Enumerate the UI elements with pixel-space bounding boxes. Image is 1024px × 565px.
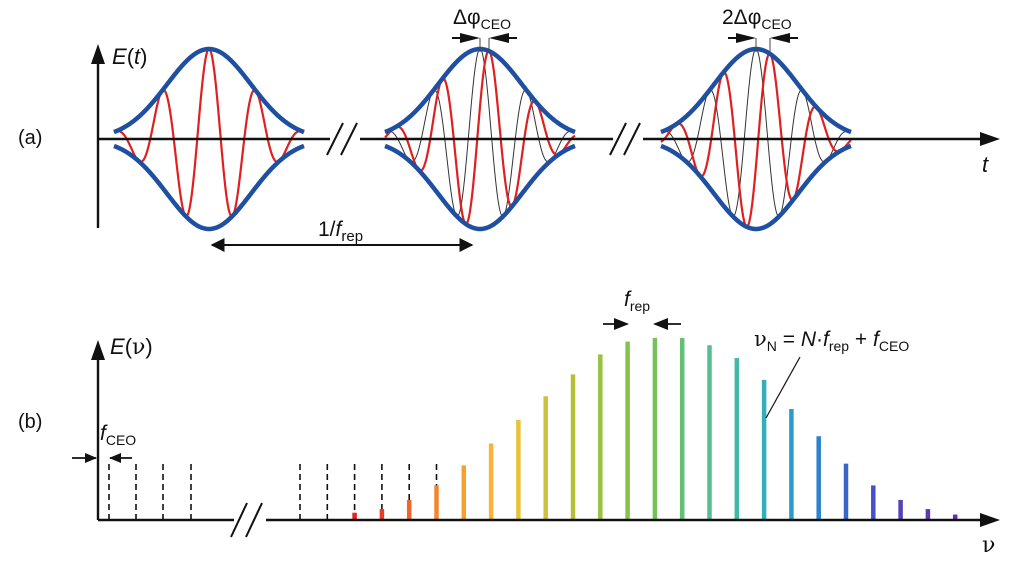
panel-b-label: (b) xyxy=(18,411,42,433)
phase-shift-label-1: ΔφCEO xyxy=(453,6,511,32)
time-axis-break-2 xyxy=(609,122,643,156)
envelope-lower xyxy=(113,143,305,232)
offset-label: fCEO xyxy=(100,422,136,448)
spacing-label: frep xyxy=(624,288,650,314)
panel-a-label: (a) xyxy=(18,127,42,149)
envelope-upper xyxy=(384,46,576,135)
freq-axis-break xyxy=(230,502,266,538)
reference-carrier xyxy=(660,48,852,217)
freq-x-axis-arrowhead xyxy=(980,513,1000,527)
envelope-upper xyxy=(113,46,305,135)
envelope-lower xyxy=(384,143,576,232)
comb-lines xyxy=(108,338,958,520)
time-y-axis-arrowhead xyxy=(91,44,105,64)
freq-x-label: ν xyxy=(982,533,995,558)
carrier-wave xyxy=(660,52,852,228)
period-label: 1/frep xyxy=(318,218,363,245)
phase-shift-marker-2: 2ΔφCEO xyxy=(722,6,798,52)
time-x-label: t xyxy=(982,152,989,177)
time-axis-break-1 xyxy=(326,122,360,156)
offset-marker: fCEO xyxy=(72,422,136,463)
phase-shift-marker-1: ΔφCEO xyxy=(452,6,517,52)
freq-axis-label: E(ν) xyxy=(110,334,153,360)
mode-pointer-line xyxy=(765,356,801,419)
carrier-wave xyxy=(113,47,305,218)
freq-y-axis-arrowhead xyxy=(91,340,105,360)
time-x-axis-arrowhead xyxy=(980,132,1000,146)
pulse-1 xyxy=(113,46,305,232)
time-axis-label: E(t) xyxy=(112,44,147,69)
mode-formula: νN = N·frep + fCEO xyxy=(754,327,909,354)
panel-a: (a) E(t) t 1/frep ΔφCEO xyxy=(18,6,1000,252)
phase-shift-label-2: 2ΔφCEO xyxy=(722,6,792,32)
carrier-wave xyxy=(384,49,576,226)
envelope-lower xyxy=(660,143,852,232)
panel-b: (b) E(ν) ν fCEO frep xyxy=(18,288,1000,558)
spacing-marker: frep xyxy=(603,288,681,330)
